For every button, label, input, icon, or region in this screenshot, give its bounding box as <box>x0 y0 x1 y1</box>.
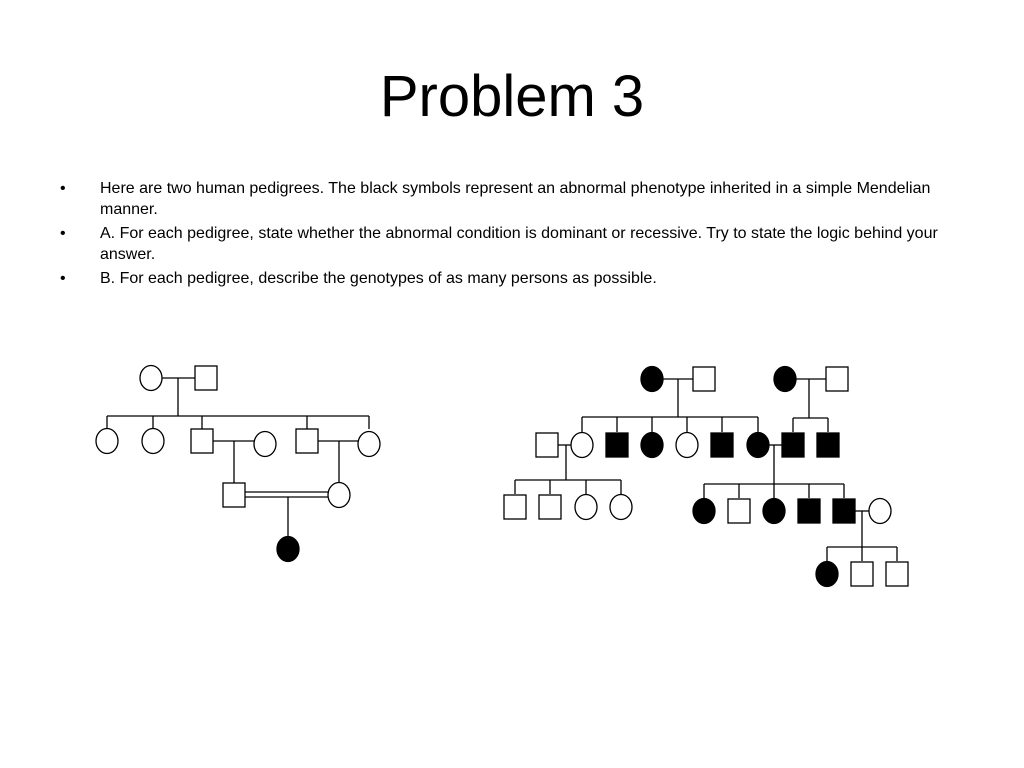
unaffected-female-circle <box>327 481 351 509</box>
affected-female-circle <box>640 431 664 459</box>
unaffected-female-circle <box>357 430 381 458</box>
affected-female-circle <box>692 497 716 525</box>
affected-female-circle <box>815 560 839 588</box>
affected-female-circle <box>762 497 786 525</box>
bullet-item: • Here are two human pedigrees. The blac… <box>60 178 940 220</box>
bullet-marker: • <box>60 225 66 242</box>
unaffected-female-circle <box>253 430 277 458</box>
affected-male-square <box>605 432 629 458</box>
bullet-marker: • <box>60 180 66 197</box>
unaffected-female-circle <box>570 431 594 459</box>
unaffected-male-square <box>850 561 874 587</box>
affected-male-square <box>710 432 734 458</box>
unaffected-male-square <box>825 366 849 392</box>
affected-female-circle <box>640 365 664 393</box>
bullet-text: Here are two human pedigrees. The black … <box>100 180 931 218</box>
bullet-list: • Here are two human pedigrees. The blac… <box>60 178 940 292</box>
slide-title: Problem 3 <box>379 64 645 129</box>
unaffected-male-square <box>538 494 562 520</box>
unaffected-male-square <box>692 366 716 392</box>
unaffected-male-square <box>190 428 214 454</box>
unaffected-male-square <box>222 482 246 508</box>
affected-male-square <box>781 432 805 458</box>
unaffected-female-circle <box>868 497 892 525</box>
bullet-item: • B. For each pedigree, describe the gen… <box>60 268 940 289</box>
unaffected-female-circle <box>139 364 163 392</box>
bullet-text: A. For each pedigree, state whether the … <box>100 225 938 263</box>
unaffected-male-square <box>194 365 218 391</box>
unaffected-female-circle <box>609 493 633 521</box>
unaffected-female-circle <box>95 427 119 455</box>
unaffected-male-square <box>885 561 909 587</box>
pedigree-1 <box>95 364 381 563</box>
unaffected-male-square <box>535 432 559 458</box>
bullet-item: • A. For each pedigree, state whether th… <box>60 223 940 265</box>
unaffected-male-square <box>727 498 751 524</box>
bullet-marker: • <box>60 270 66 287</box>
unaffected-female-circle <box>141 427 165 455</box>
affected-male-square <box>816 432 840 458</box>
affected-male-square <box>797 498 821 524</box>
bullet-text: B. For each pedigree, describe the genot… <box>100 270 657 287</box>
pedigree-2 <box>503 365 909 588</box>
unaffected-female-circle <box>574 493 598 521</box>
affected-female-circle <box>276 535 300 563</box>
unaffected-male-square <box>503 494 527 520</box>
unaffected-male-square <box>295 428 319 454</box>
unaffected-female-circle <box>675 431 699 459</box>
affected-female-circle <box>773 365 797 393</box>
affected-female-circle <box>746 431 770 459</box>
affected-male-square <box>832 498 856 524</box>
